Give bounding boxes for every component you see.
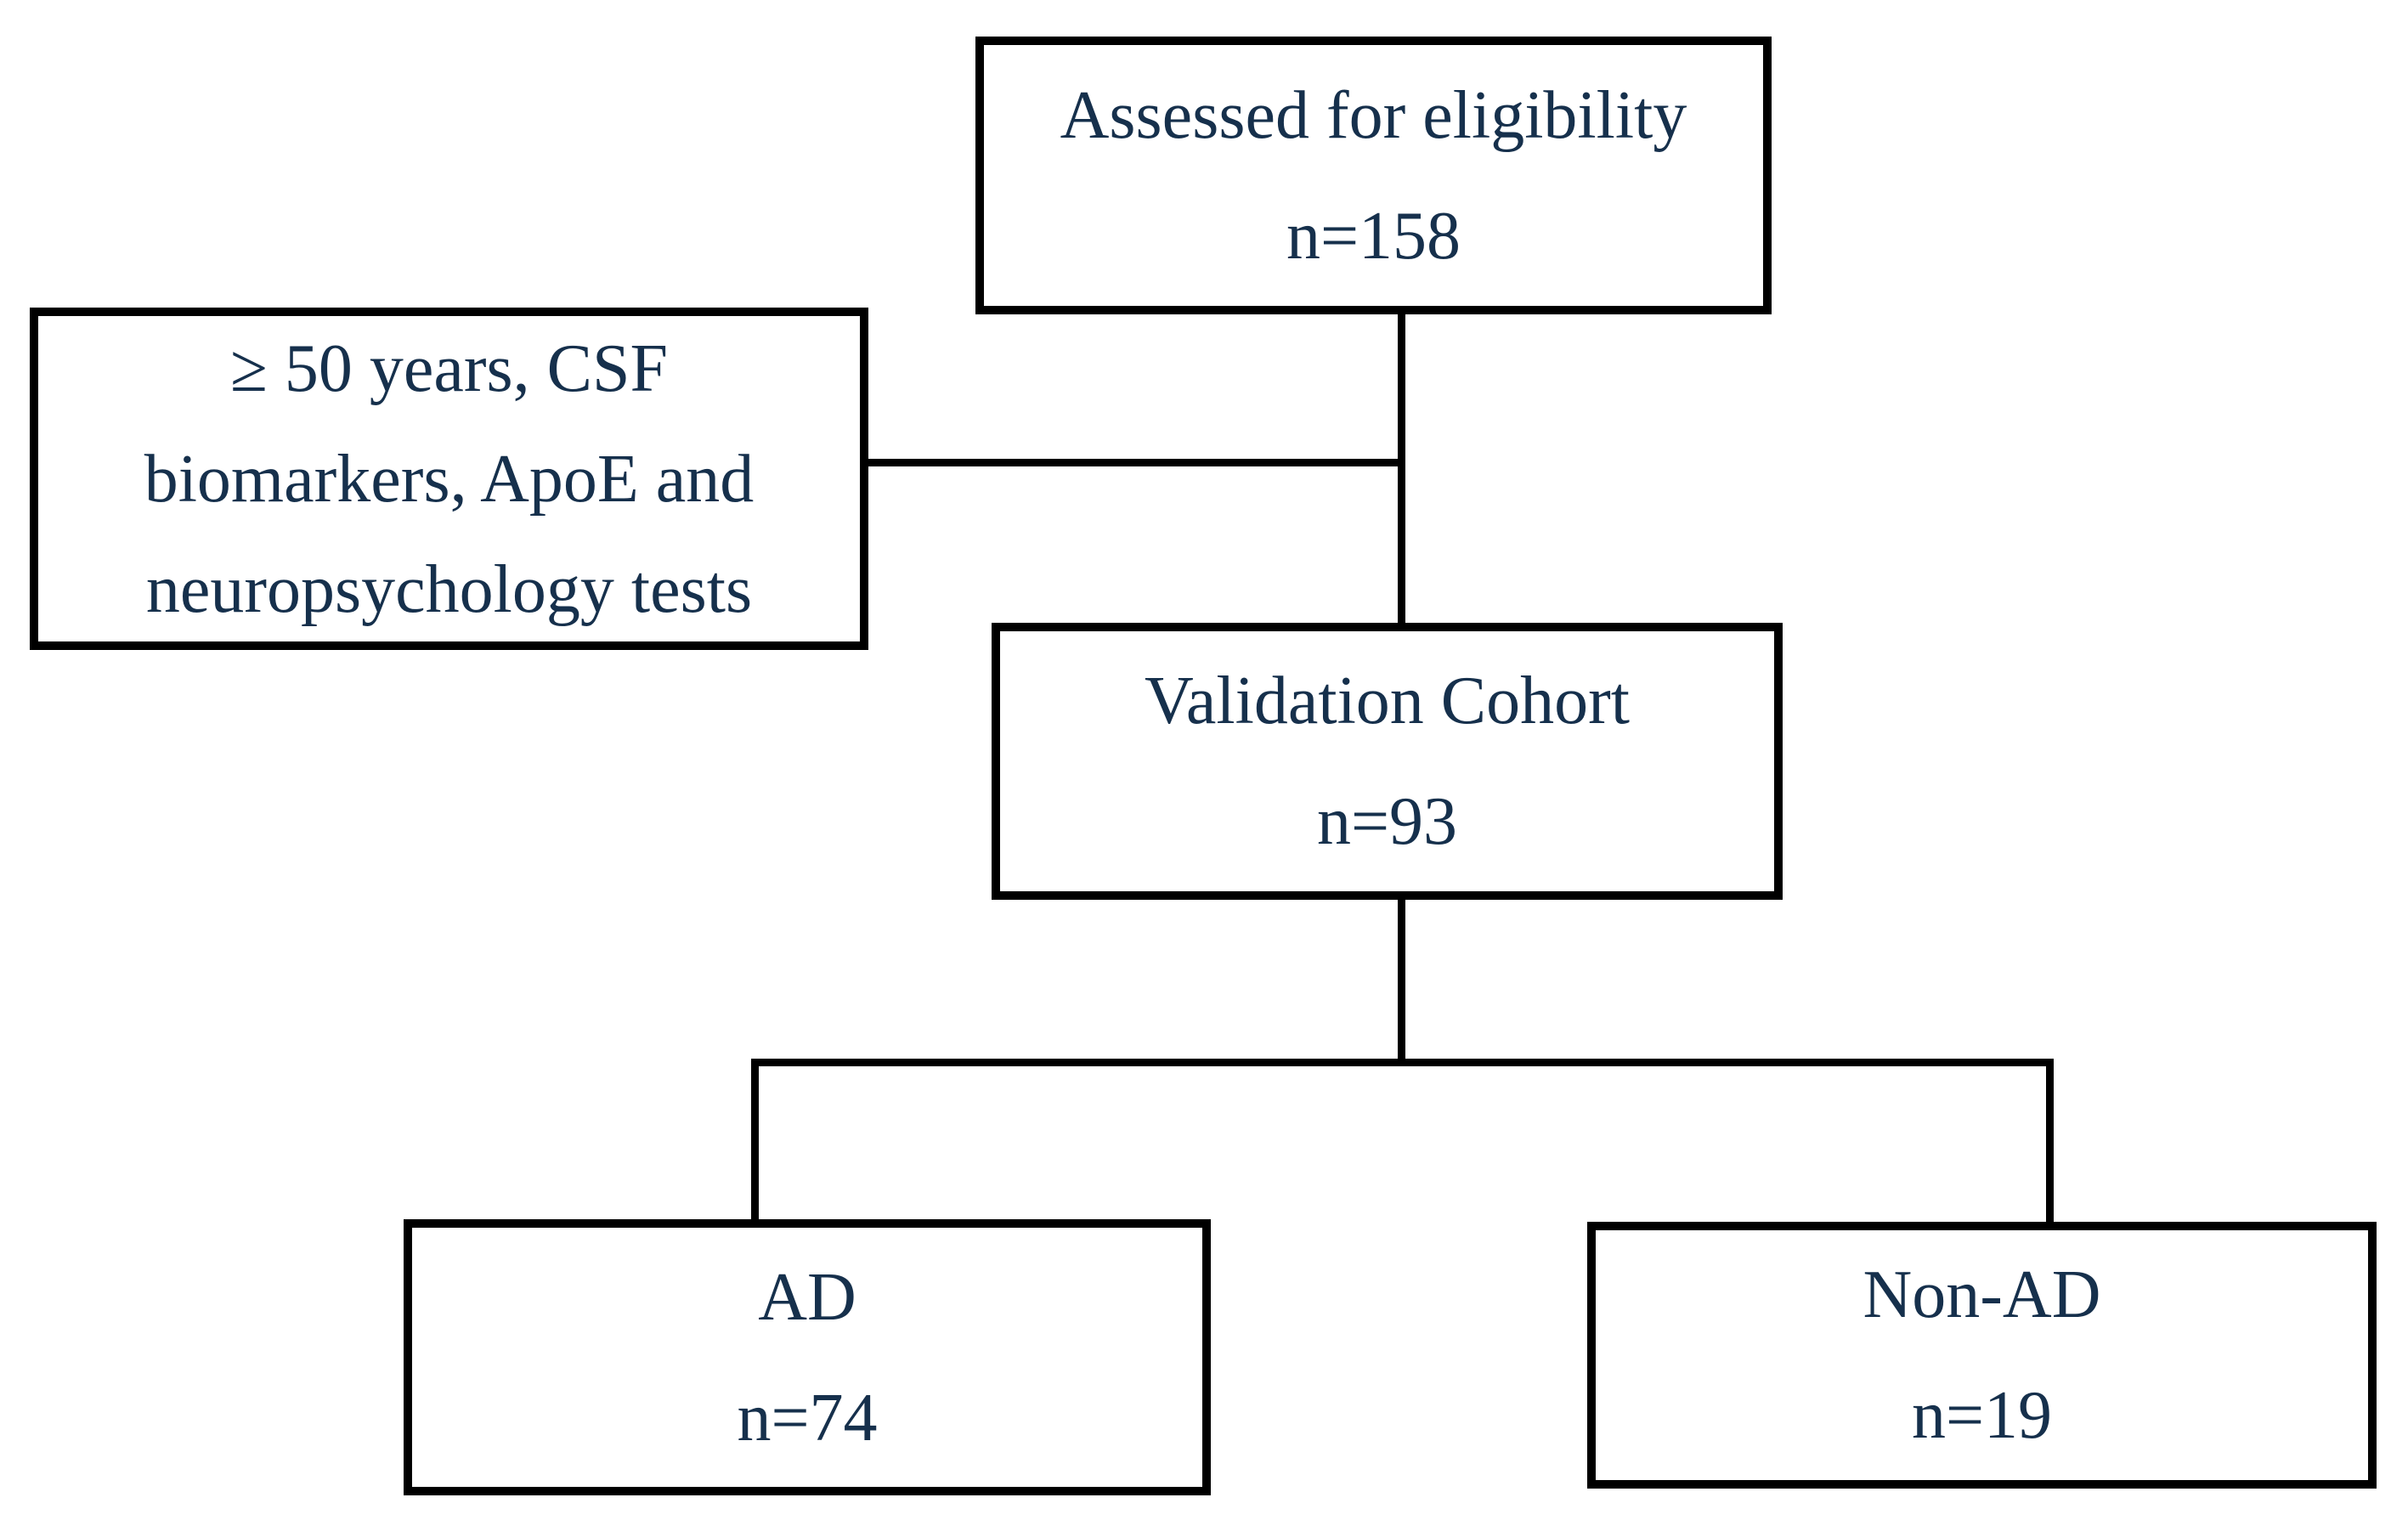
box-validation-cohort: Validation Cohort n=93	[992, 623, 1783, 900]
criteria-line: neuropsychology tests	[145, 551, 753, 627]
box-count: n=93	[1316, 784, 1458, 859]
box-assessed-for-eligibility: Assessed for eligibility n=158	[975, 37, 1772, 314]
box-inclusion-criteria: ≥ 50 years, CSF biomarkers, ApoE and neu…	[30, 308, 868, 650]
connector-criteria-link	[865, 459, 1405, 466]
criteria-line: biomarkers, ApoE and	[144, 441, 755, 517]
connector-branch-horizontal	[751, 1059, 2054, 1066]
box-count: n=158	[1286, 198, 1461, 274]
box-title: AD	[758, 1259, 856, 1335]
box-non-ad-group: Non-AD n=19	[1587, 1222, 2377, 1489]
box-count: n=74	[737, 1380, 878, 1455]
criteria-line: ≥ 50 years, CSF	[229, 331, 669, 406]
box-title: Assessed for eligibility	[1060, 77, 1687, 153]
connector-eligibility-to-validation	[1398, 313, 1405, 627]
box-title: Validation Cohort	[1144, 664, 1631, 738]
connector-validation-down	[1398, 896, 1405, 1066]
connector-branch-to-non-ad	[2046, 1059, 2054, 1227]
box-title: Non-AD	[1863, 1257, 2101, 1332]
connector-branch-to-ad	[751, 1059, 759, 1224]
box-count: n=19	[1911, 1378, 2053, 1453]
box-ad-group: AD n=74	[404, 1219, 1211, 1495]
